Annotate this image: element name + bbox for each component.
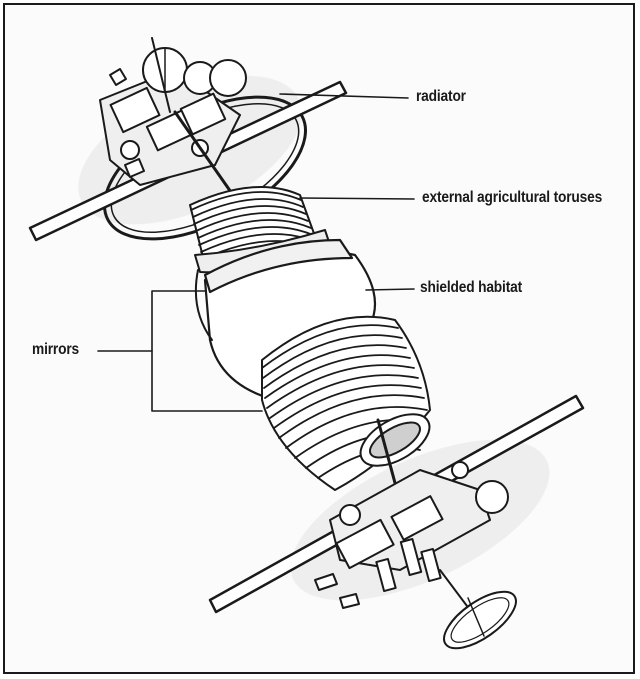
label-mirrors: mirrors xyxy=(32,341,79,359)
label-radiator: radiator xyxy=(416,88,466,106)
leader-habitat xyxy=(366,289,414,290)
label-shielded-habitat: shielded habitat xyxy=(420,279,522,297)
dish-antenna xyxy=(435,581,524,659)
label-external-agricultural-toruses: external agricultural toruses xyxy=(422,189,602,207)
leader-torus xyxy=(300,198,414,199)
